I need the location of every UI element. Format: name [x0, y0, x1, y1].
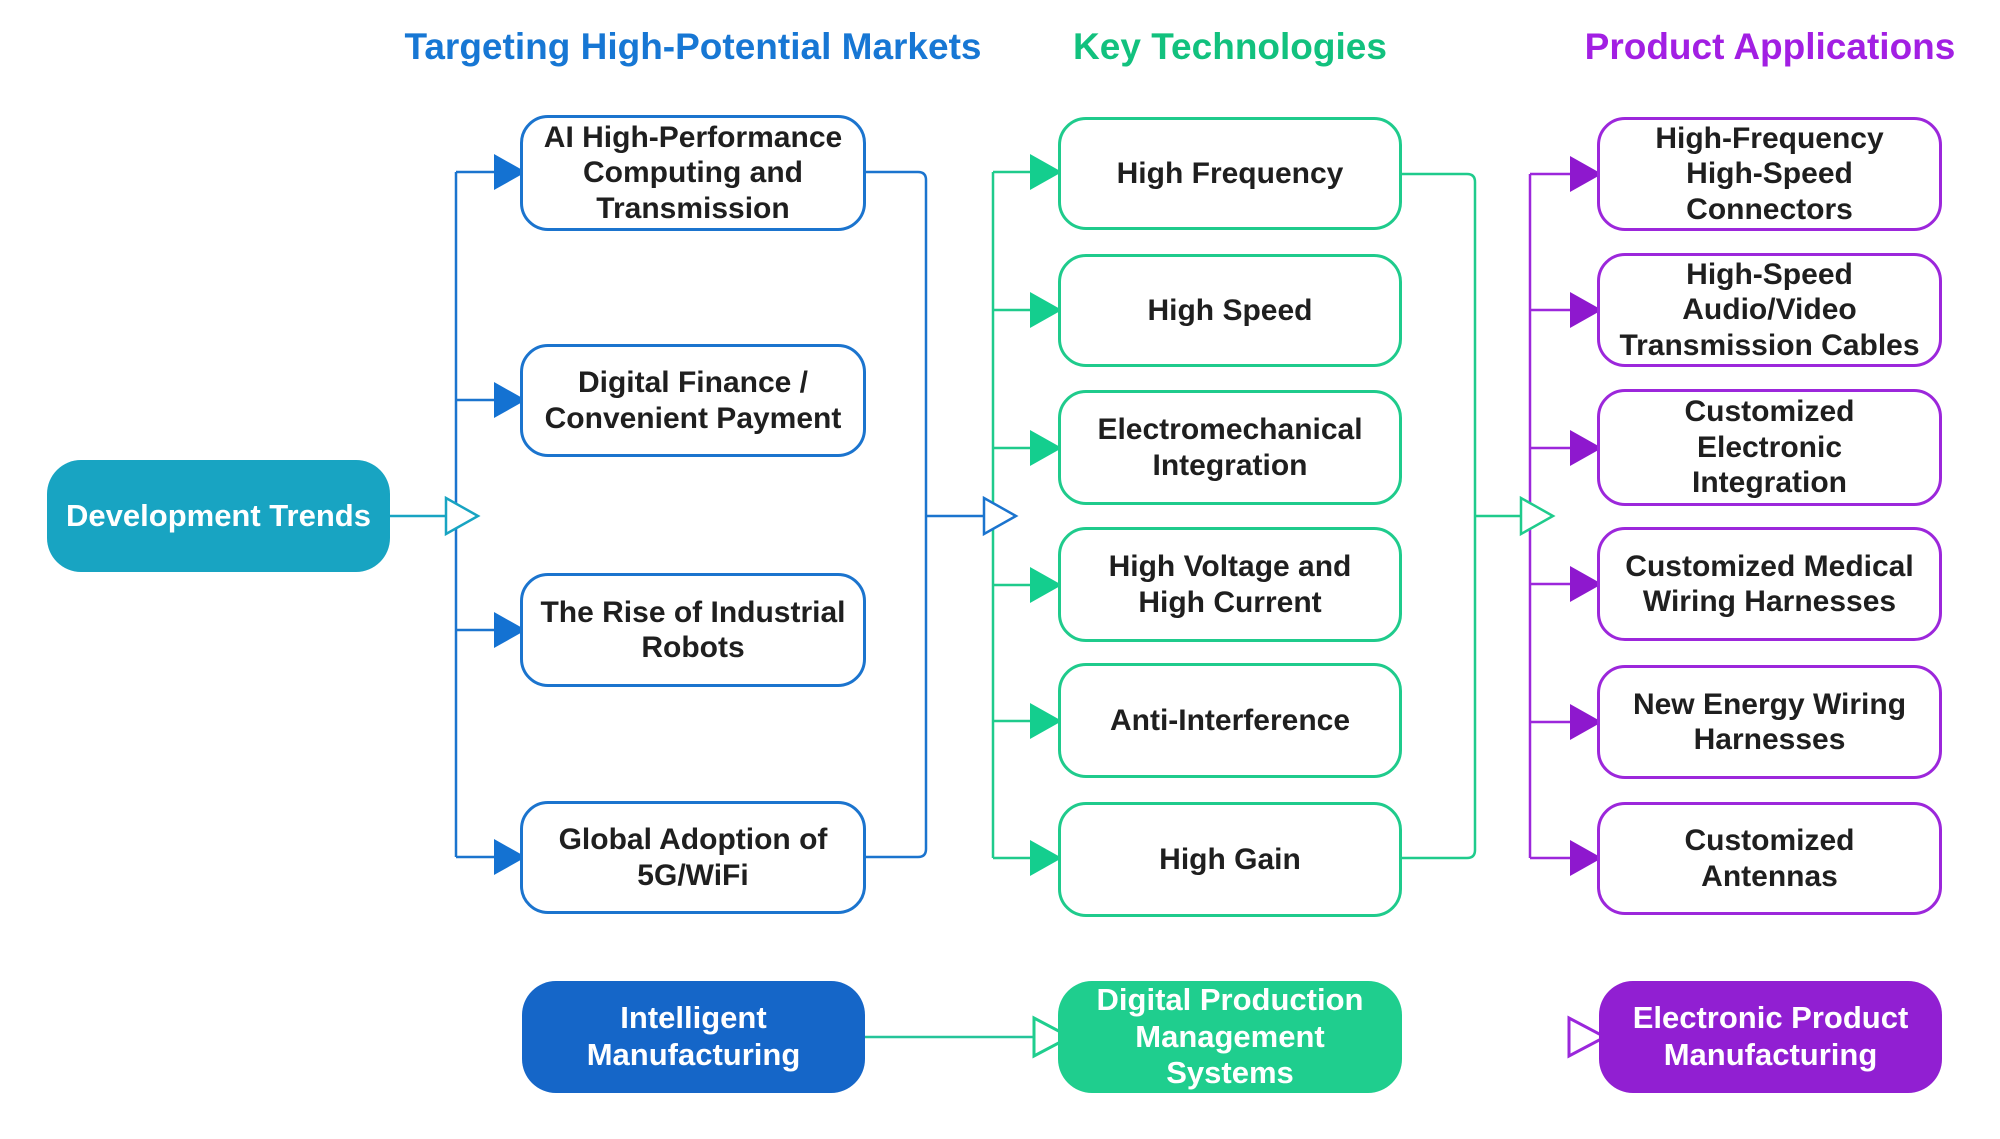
hollow-arrowhead-icon — [982, 495, 1019, 537]
filled-arrowhead-icon — [1570, 430, 1602, 466]
node-tech-high-frequency: High Frequency — [1058, 117, 1402, 230]
markets-collector-line — [866, 170, 928, 859]
node-intelligent-manufacturing: Intelligent Manufacturing — [522, 981, 865, 1093]
node-app-new-energy-harnesses: New Energy Wiring Harnesses — [1597, 665, 1942, 779]
node-app-antennas: Customized Antennas — [1597, 802, 1942, 915]
node-digital-production-systems: Digital Production Management Systems — [1058, 981, 1402, 1093]
tech-collector-line — [1402, 172, 1477, 860]
hollow-arrowhead-icon — [1567, 1015, 1609, 1059]
filled-arrowhead-icon — [494, 154, 526, 190]
node-electronic-product-manufacturing: Electronic Product Manufacturing — [1599, 981, 1942, 1093]
node-app-medical-harnesses: Customized Medical Wiring Harnesses — [1597, 527, 1942, 641]
node-tech-anti-interference: Anti-Interference — [1058, 663, 1402, 778]
hollow-arrowhead-icon — [1519, 495, 1556, 537]
hollow-arrowhead-icon — [444, 495, 481, 537]
column-header-technologies: Key Technologies — [1073, 26, 1387, 67]
filled-arrowhead-icon — [1570, 156, 1602, 192]
node-development-trends: Development Trends — [47, 460, 390, 572]
node-tech-high-voltage: High Voltage and High Current — [1058, 527, 1402, 642]
filled-arrowhead-icon — [1030, 292, 1062, 328]
filled-arrowhead-icon — [1570, 840, 1602, 876]
node-tech-high-gain: High Gain — [1058, 802, 1402, 917]
node-app-av-cables: High-Speed Audio/Video Transmission Cabl… — [1597, 253, 1942, 367]
node-market-ai-computing: AI High-Performance Computing and Transm… — [520, 115, 866, 231]
hollow-arrowhead-icon — [1032, 1015, 1074, 1059]
node-market-5g-wifi: Global Adoption of 5G/WiFi — [520, 801, 866, 914]
filled-arrowhead-icon — [494, 612, 526, 648]
filled-arrowhead-icon — [1570, 292, 1602, 328]
filled-arrowhead-icon — [494, 382, 526, 418]
node-tech-electromechanical: Electromechanical Integration — [1058, 390, 1402, 505]
column-header-markets: Targeting High-Potential Markets — [404, 26, 982, 67]
node-tech-high-speed: High Speed — [1058, 254, 1402, 367]
node-app-connectors: High-Frequency High-Speed Connectors — [1597, 117, 1942, 231]
filled-arrowhead-icon — [494, 839, 526, 875]
filled-arrowhead-icon — [1030, 703, 1062, 739]
filled-arrowhead-icon — [1030, 567, 1062, 603]
filled-arrowhead-icon — [1030, 840, 1062, 876]
filled-arrowhead-icon — [1570, 704, 1602, 740]
filled-arrowhead-icon — [1030, 430, 1062, 466]
node-app-electronic-integration: Customized Electronic Integration — [1597, 389, 1942, 506]
node-market-industrial-robots: The Rise of Industrial Robots — [520, 573, 866, 687]
column-header-applications: Product Applications — [1584, 26, 1956, 67]
filled-arrowhead-icon — [1030, 154, 1062, 190]
node-market-digital-finance: Digital Finance / Convenient Payment — [520, 344, 866, 457]
filled-arrowhead-icon — [1570, 566, 1602, 602]
